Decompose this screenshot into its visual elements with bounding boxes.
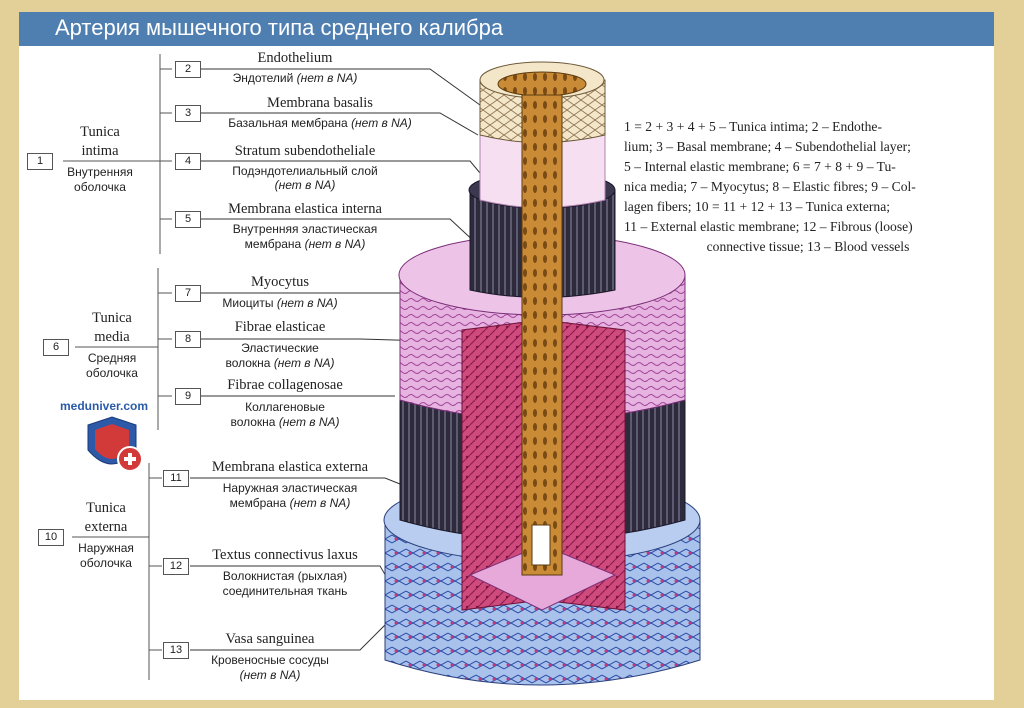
item-number-4: 4 xyxy=(175,153,201,170)
legend-line-1: 1 = 2 + 3 + 4 + 5 – Tunica intima; 2 – E… xyxy=(624,119,882,134)
group-latin-media-a: Tunica xyxy=(92,310,132,326)
legend-line-4: nica media; 7 – Myocytus; 8 – Elastic fi… xyxy=(624,179,916,194)
item-ru-subendotheliale: Подэндотелиальный слой xyxy=(232,164,378,178)
bracket-lines xyxy=(63,54,172,680)
item-ru-elasticae-b: волокна (нет в NA) xyxy=(225,356,335,370)
legend-text: 1 = 2 + 3 + 4 + 5 – Tunica intima; 2 – E… xyxy=(624,117,992,257)
group-ru-intima-b: оболочка xyxy=(74,180,126,194)
item-latin-subendotheliale: Stratum subendotheliale xyxy=(234,143,376,159)
group-ru-media-b: оболочка xyxy=(86,366,138,380)
legend-line-2: lium; 3 – Basal membrane; 4 – Subendothe… xyxy=(624,139,911,154)
item-ru-elastica-interna-b: мембрана (нет в NA) xyxy=(244,237,366,251)
item-latin-elastica-externa: Membrana elastica externa xyxy=(211,459,369,475)
group-ru-externa-a: Наружная xyxy=(78,541,134,555)
title-bar xyxy=(19,12,994,46)
item-latin-elasticae: Fibrae elasticae xyxy=(234,319,326,335)
item-ru-endothelium: Эндотелий (нет в NA) xyxy=(232,71,358,85)
legend-line-6: 11 – External elastic membrane; 12 – Fib… xyxy=(624,219,913,234)
item-ru-collagenosae-b: волокна (нет в NA) xyxy=(230,415,340,429)
item-ru-connectivus-b: соединительная ткань xyxy=(222,584,348,598)
item-number-12: 12 xyxy=(163,558,189,575)
item-ru-elastica-externa-a: Наружная эластическая xyxy=(222,481,358,495)
item-latin-vasa: Vasa sanguinea xyxy=(225,631,315,647)
item-ru-connectivus-a: Волокнистая (рыхлая) xyxy=(222,569,348,583)
item-latin-connectivus: Textus connectivus laxus xyxy=(212,547,358,563)
slide-title: Артерия мышечного типа среднего калибра xyxy=(55,15,504,40)
group-latin-externa-a: Tunica xyxy=(86,500,126,516)
item-latin-myocytus: Myocytus xyxy=(251,274,309,290)
item-number-9: 9 xyxy=(175,388,201,405)
group-ru-externa-b: оболочка xyxy=(80,556,132,570)
item-ru-elastica-externa-b: мембрана (нет в NA) xyxy=(229,496,351,510)
group-latin-intima-a: Tunica xyxy=(80,124,120,140)
item-ru-myocytus: Миоциты (нет в NA) xyxy=(222,296,338,310)
item-latin-collagenosae: Fibrae collagenosae xyxy=(227,377,343,393)
item-ru-elastica-interna-a: Внутренняя эластическая xyxy=(232,222,378,236)
site-label: meduniver.com xyxy=(60,399,149,413)
item-latin-basalis: Membrana basalis xyxy=(267,95,373,111)
item-na-subendotheliale: (нет в NA) xyxy=(274,178,336,192)
item-number-5: 5 xyxy=(175,211,201,228)
group-latin-intima-b: intima xyxy=(81,143,119,159)
legend-line-5: lagen fibers; 10 = 11 + 12 + 13 – Tunica… xyxy=(624,199,891,214)
item-number-13: 13 xyxy=(163,642,189,659)
item-number-8: 8 xyxy=(175,331,201,348)
group-ru-media-a: Средняя xyxy=(87,351,137,365)
item-number-7: 7 xyxy=(175,285,201,302)
group-number-10: 10 xyxy=(38,529,64,546)
item-ru-elasticae-a: Эластические xyxy=(241,341,319,355)
item-ru-basalis: Базальная мембрана (нет в NA) xyxy=(228,116,412,130)
shield-logo-icon xyxy=(87,416,143,472)
item-number-2: 2 xyxy=(175,61,201,78)
item-latin-endothelium: Endothelium xyxy=(257,50,333,66)
group-number-6: 6 xyxy=(43,339,69,356)
item-na-vasa: (нет в NA) xyxy=(239,668,301,682)
item-number-3: 3 xyxy=(175,105,201,122)
group-latin-media-b: media xyxy=(94,329,130,345)
item-ru-collagenosae-a: Коллагеновые xyxy=(245,400,325,414)
item-latin-elastica-interna: Membrana elastica interna xyxy=(228,201,382,217)
group-number-1: 1 xyxy=(27,153,53,170)
item-number-11: 11 xyxy=(163,470,189,487)
legend-line-3: 5 – Internal elastic membrane; 6 = 7 + 8… xyxy=(624,159,896,174)
legend-line-7: connective tissue; 13 – Blood vessels xyxy=(706,239,910,254)
group-latin-externa-b: externa xyxy=(84,519,128,535)
item-ru-vasa: Кровеносные сосуды xyxy=(211,653,329,667)
artery-illustration xyxy=(383,61,701,686)
group-ru-intima-a: Внутренняя xyxy=(67,165,133,179)
